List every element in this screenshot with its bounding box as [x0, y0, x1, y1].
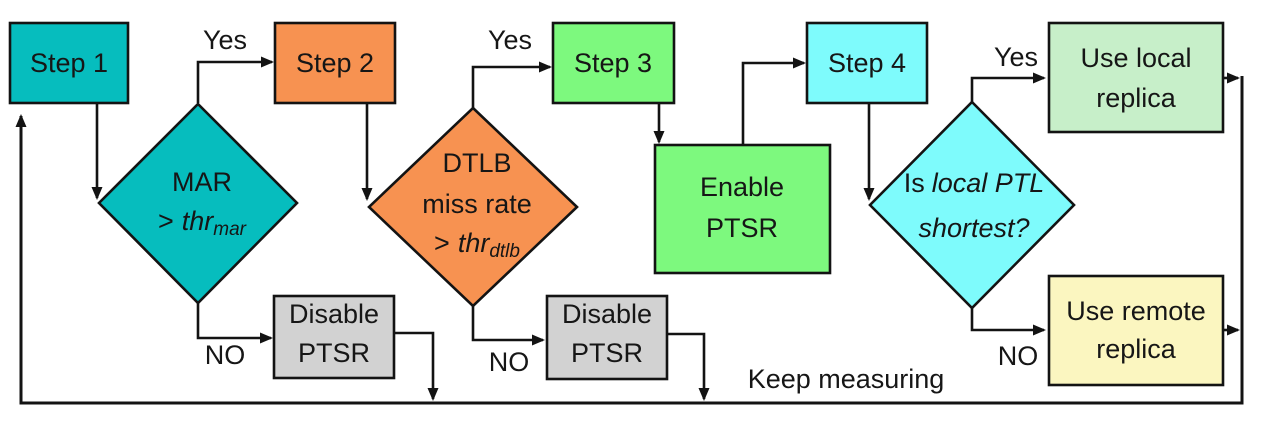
disable-ptsr-box-2	[545, 294, 669, 381]
connector-dtlb-no-to-disable2	[471, 306, 545, 346]
step4-label: Step 4	[828, 48, 906, 78]
mar-decision-diamond	[97, 102, 299, 305]
connector-disable1-to-loop	[394, 331, 439, 401]
step1-label: Step 1	[30, 48, 108, 78]
step4-box	[805, 21, 929, 105]
return-loop-connector	[15, 76, 1244, 405]
disable-ptsr-1-line1: Disable	[289, 299, 379, 329]
disable-ptsr-2-line2: PTSR	[571, 338, 643, 368]
dtlb-decision-line2: miss rate	[422, 189, 532, 219]
connector-disable2-to-loop	[667, 332, 710, 401]
dtlb-no-label: NO	[489, 347, 530, 377]
dtlb-decision-line3: >thrdtlb	[434, 228, 520, 262]
mar-decision-line1: MAR	[172, 167, 232, 197]
ptl-no-label: NO	[998, 341, 1039, 371]
enable-ptsr-line1: Enable	[700, 172, 784, 202]
use-local-replica-box	[1047, 21, 1225, 134]
disable-ptsr-1-line2: PTSR	[298, 338, 370, 368]
connector-ptl-no-to-use-remote	[970, 307, 1046, 336]
connector-mar-no-to-disable1	[196, 303, 273, 344]
disable-ptsr-2-line1: Disable	[562, 299, 652, 329]
use-remote-line1: Use remote	[1066, 296, 1206, 326]
use-remote-replica-box	[1047, 274, 1225, 387]
keep-measuring-label: Keep measuring	[748, 364, 945, 394]
dtlb-decision-diamond	[367, 106, 579, 308]
dtlb-yes-label: Yes	[488, 25, 532, 55]
ptl-decision-diamond	[868, 100, 1076, 310]
use-local-line1: Use local	[1080, 43, 1191, 73]
step3-box	[551, 21, 676, 105]
step1-box	[8, 21, 130, 105]
step3-label: Step 3	[574, 48, 652, 78]
dtlb-decision-line1: DTLB	[442, 148, 511, 178]
use-local-line2: replica	[1096, 83, 1177, 113]
mar-no-label: NO	[205, 340, 246, 370]
connector-ptl-yes-to-use-local	[970, 72, 1046, 102]
connector-enable-ptsr-to-step4	[741, 57, 806, 145]
ptl-yes-label: Yes	[994, 42, 1038, 72]
enable-ptsr-line2: PTSR	[706, 213, 778, 243]
step2-label: Step 2	[296, 48, 374, 78]
step2-box	[273, 21, 397, 105]
mar-yes-label: Yes	[203, 25, 247, 55]
ptl-decision-line2: shortest?	[918, 213, 1029, 243]
mar-decision-line2: >thrmar	[158, 206, 247, 240]
enable-ptsr-box	[653, 143, 832, 275]
use-remote-line2: replica	[1096, 334, 1177, 364]
connector-mar-yes-to-step2	[196, 56, 274, 103]
connector-dtlb-yes-to-step3	[471, 61, 552, 108]
disable-ptsr-box-1	[272, 294, 396, 380]
